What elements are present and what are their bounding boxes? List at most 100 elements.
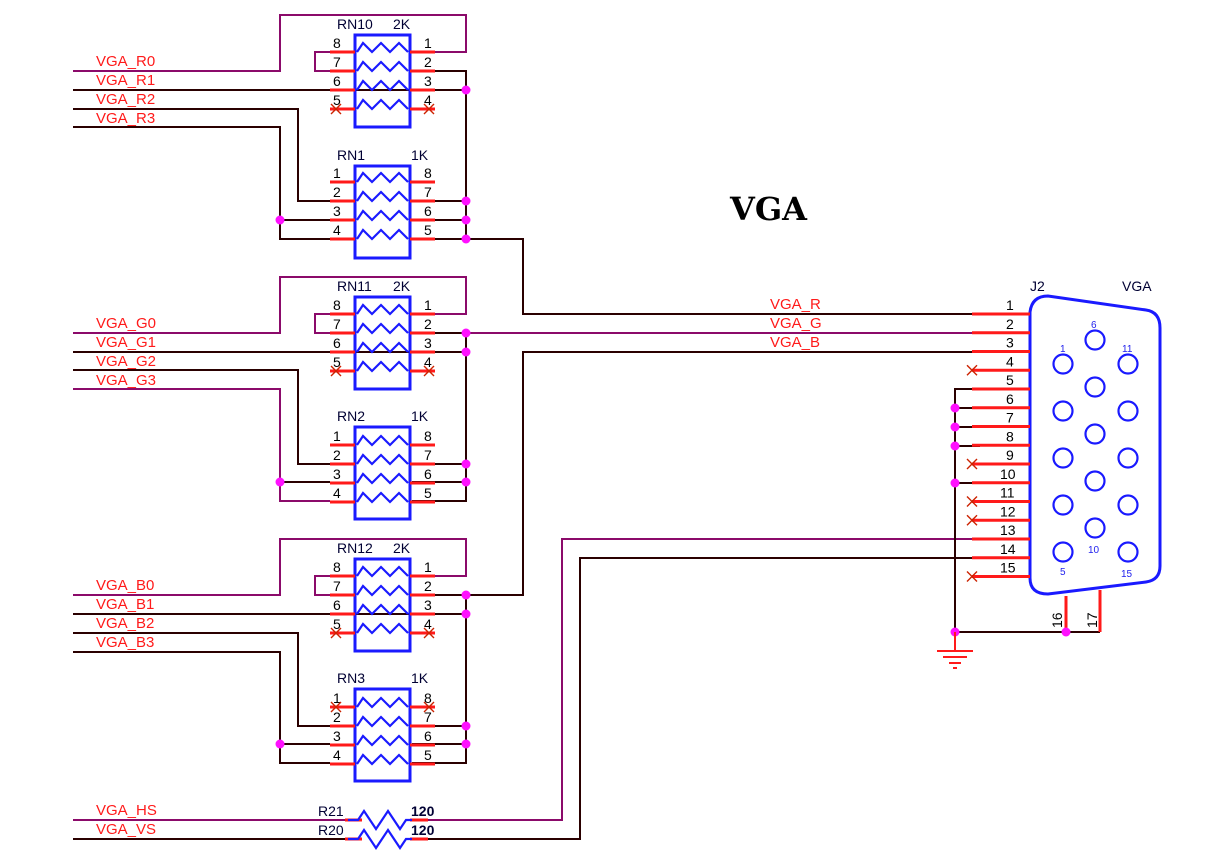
wire-vga-b-out	[466, 351, 980, 596]
resistor-element	[356, 209, 409, 222]
resistor-r20-symbol	[348, 828, 412, 850]
no-connect-icon	[966, 458, 978, 470]
connector-pin-11-label: 11	[1000, 485, 1015, 501]
pin-number: 1	[424, 559, 432, 575]
net-label-vga-b3: VGA_B3	[96, 634, 154, 651]
hole-pin-3	[1052, 447, 1074, 469]
junction	[275, 477, 285, 487]
pin-number: 1	[424, 35, 432, 51]
connector-pin-15-label: 15	[1000, 560, 1016, 576]
connector-face: 6 1 11 10 5 15	[1052, 320, 1139, 580]
no-connect-icon	[423, 627, 435, 639]
net-label-vga-b0: VGA_B0	[96, 577, 154, 594]
resistor-element	[356, 228, 409, 241]
wire-vga-b0	[73, 538, 467, 596]
connector-pin-5-label: 5	[1006, 372, 1014, 388]
junction	[461, 721, 471, 731]
resistor-element	[356, 171, 409, 184]
wire-vga-r3	[73, 126, 330, 240]
wire-rn10-loop	[314, 51, 330, 72]
no-connect-icon	[423, 103, 435, 115]
connector-pin-6-label: 6	[1006, 391, 1014, 407]
hole-pin-6	[1084, 329, 1106, 351]
pin-number: 8	[424, 690, 432, 706]
resistor-r21-value: 120	[411, 803, 435, 819]
resistor-network-ref: RN1	[337, 147, 365, 163]
wire-vga-g3	[73, 388, 330, 502]
net-label-vga-g2: VGA_G2	[96, 353, 156, 370]
pin-number: 6	[333, 597, 341, 613]
resistor-element	[356, 565, 409, 578]
junction	[461, 609, 471, 619]
resistor-element	[356, 322, 409, 335]
junction	[461, 215, 471, 225]
junction	[461, 459, 471, 469]
resistor-network-body	[353, 295, 412, 391]
junction	[461, 196, 471, 206]
resistor-element	[356, 360, 409, 373]
net-label-vga-g3: VGA_G3	[96, 372, 156, 389]
face-label-15: 15	[1121, 569, 1133, 580]
junction	[950, 441, 960, 451]
no-connect-icon	[423, 701, 435, 713]
pin-number: 8	[333, 297, 341, 313]
resistor-network-body	[353, 425, 412, 521]
net-label-vga-b1: VGA_B1	[96, 596, 154, 613]
vga-connector-j2: J2 VGA 16 17	[937, 278, 1162, 669]
connector-ref: J2	[1030, 278, 1045, 294]
pin-number: 2	[333, 447, 341, 463]
no-connect-icon	[330, 627, 342, 639]
wire-rn12-loop	[314, 575, 330, 596]
net-label-vga-b2: VGA_B2	[96, 615, 154, 632]
resistor-r20-ref: R20	[318, 822, 344, 838]
no-connect-icon	[966, 496, 978, 507]
junction	[950, 478, 960, 488]
resistor-element	[356, 622, 409, 635]
resistor-element	[356, 472, 409, 485]
hole-pin-8	[1084, 423, 1106, 445]
junction	[950, 422, 960, 432]
pin-number: 3	[424, 73, 432, 89]
hole-pin-13	[1117, 447, 1139, 469]
junction	[461, 477, 471, 487]
pin-number: 2	[424, 578, 432, 594]
wire-rn3-right	[412, 725, 466, 745]
shield-pins	[1064, 590, 1102, 632]
pin-number: 2	[424, 316, 432, 332]
pin-number: 5	[333, 92, 341, 108]
pin-number: 3	[424, 335, 432, 351]
pin-number: 7	[333, 578, 341, 594]
connector-pin-4-label: 4	[1006, 353, 1014, 369]
pin-number: 1	[333, 165, 341, 181]
resistor-network-body	[353, 164, 412, 260]
hole-pin-10	[1084, 517, 1106, 539]
junction	[275, 215, 285, 225]
no-connect-icon	[330, 701, 342, 713]
resistor-r20-value: 120	[411, 822, 435, 838]
net-label-vga-r1: VGA_R1	[96, 72, 155, 89]
connector-pin-8-label: 8	[1006, 428, 1014, 444]
resistor-element	[356, 491, 409, 504]
net-label-vga-r0: VGA_R0	[96, 53, 155, 70]
connector-pin-3-label: 3	[1006, 335, 1014, 351]
pin-number: 6	[333, 335, 341, 351]
connector-pin-9-label: 9	[1006, 447, 1014, 463]
wire-ground-bus	[954, 388, 1100, 633]
pin-number: 2	[424, 54, 432, 70]
resistor-r21-symbol	[348, 809, 412, 831]
pin-number: 7	[333, 316, 341, 332]
connector-pin-13-label: 13	[1000, 522, 1016, 538]
hole-pin-1	[1052, 353, 1074, 375]
hole-pin-7	[1084, 376, 1106, 398]
wire-blue-bus	[412, 594, 467, 764]
wire-rn2-right	[412, 463, 466, 483]
face-label-6: 6	[1091, 320, 1097, 331]
resistor-element	[356, 753, 409, 766]
resistor-element	[356, 341, 409, 354]
connector-pin-7-label: 7	[1006, 410, 1014, 426]
resistor-network-value: 1K	[411, 408, 429, 424]
pin-number: 4	[333, 747, 341, 763]
no-connect-icon	[330, 103, 342, 115]
